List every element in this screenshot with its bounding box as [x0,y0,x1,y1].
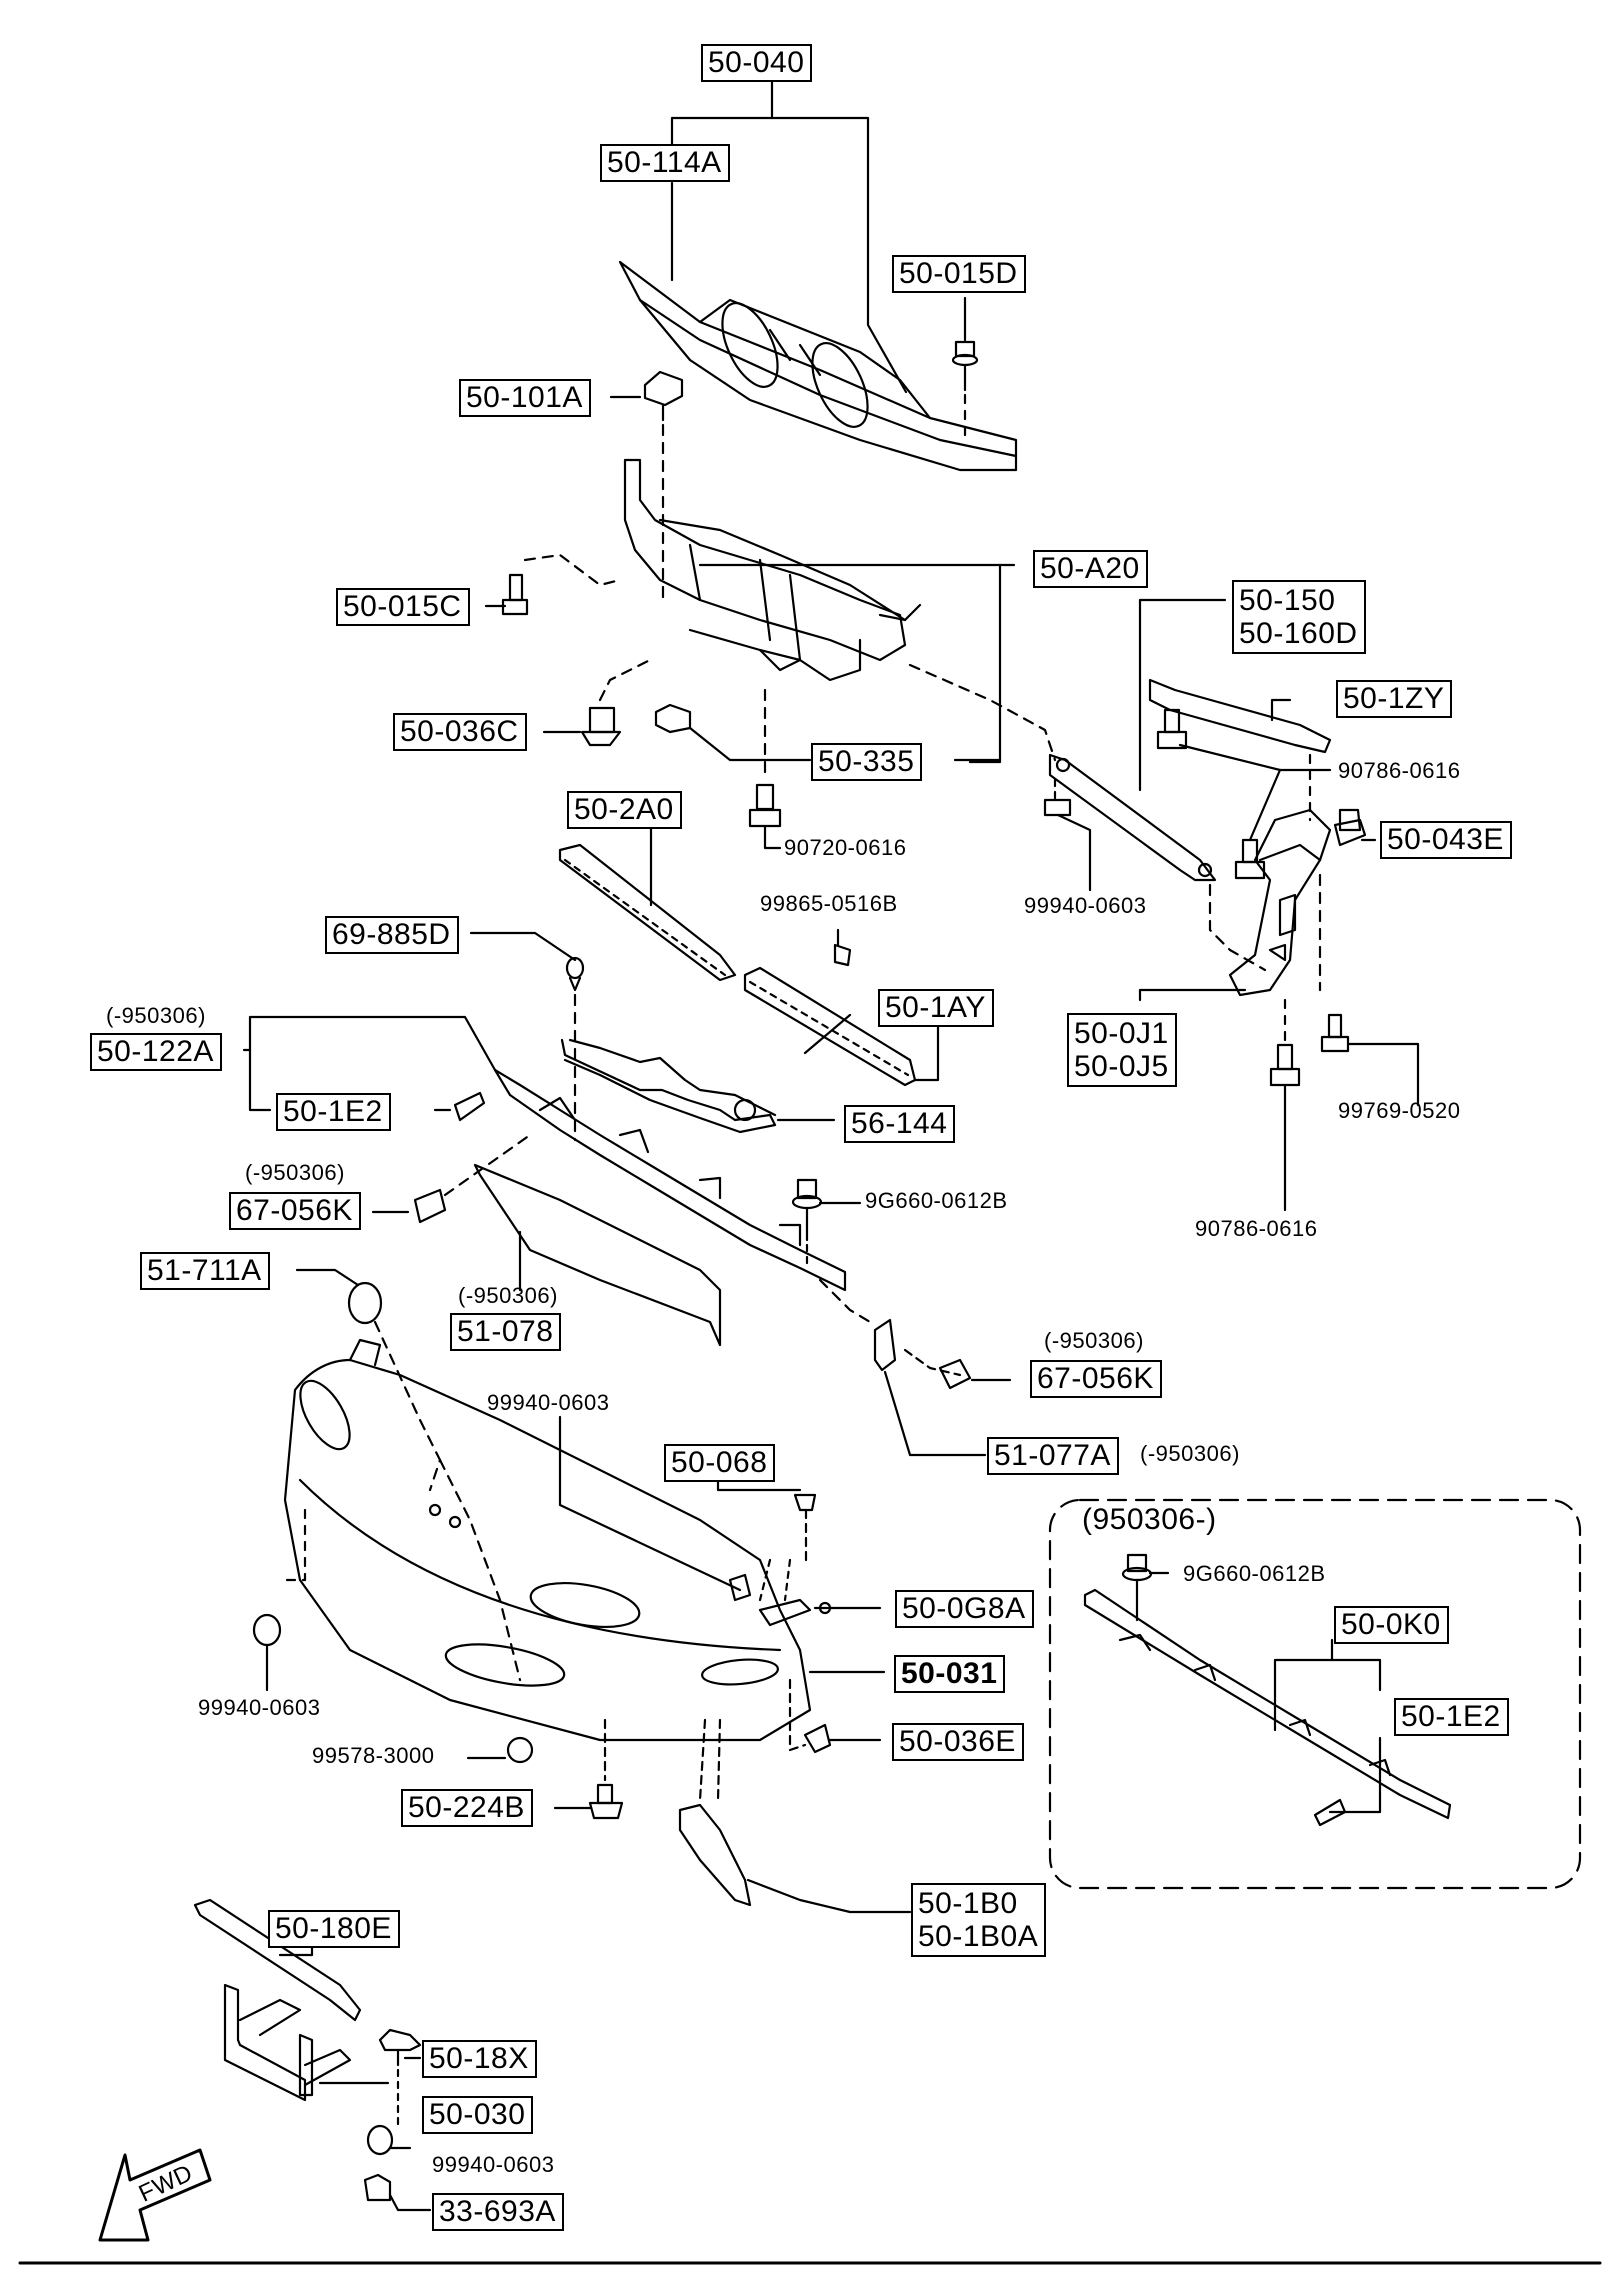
plate-50-0G8A [758,1558,882,1627]
callout-50-1B0A: 50-1B0A [918,1920,1039,1953]
nut-99578-3000 [466,1736,534,1764]
callout-50-101A[interactable]: 50-101A [459,379,591,417]
cap-50-101A [609,370,684,602]
clip-50-036E [788,1678,882,1754]
note-67-056K-b: (-950306) [1044,1328,1144,1353]
plate-51-078 [473,1163,722,1347]
cap-33-693A [363,2173,432,2212]
bolt-90720-0616 [748,688,782,850]
part-90720-0616[interactable]: 90720-0616 [784,835,907,860]
nut-99940-0603-left [252,1613,282,1692]
note-67-056K-a: (-950306) [245,1160,345,1185]
callout-50-015C[interactable]: 50-015C [336,588,470,626]
leader-50-A20 [968,563,1016,764]
grille-frame-50-2A0 [558,826,737,982]
nut-99940-0603-center [558,1415,752,1602]
inset-box [1048,1498,1582,1890]
callout-50-160D: 50-160D [1239,617,1358,650]
bumper-cover-50-031 [278,1338,812,1742]
callout-50-0J5: 50-0J5 [1074,1050,1169,1083]
part-99940-0603-b[interactable]: 99940-0603 [487,1390,610,1415]
callout-51-711A[interactable]: 51-711A [140,1252,270,1290]
grille-bracket-50-122A [493,1068,847,1292]
nut-50-335 [654,703,1002,762]
rod-50-1ZY [1148,678,1332,842]
callout-50-150: 50-150 [1239,584,1336,617]
callout-50-0K0[interactable]: 50-0K0 [1334,1606,1449,1644]
callout-67-056K-a[interactable]: 67-056K [229,1192,361,1230]
clip-51-077A [818,1278,1012,1457]
callout-50-036C[interactable]: 50-036C [393,713,527,751]
callout-50-015D[interactable]: 50-015D [892,255,1026,293]
callout-50-224B[interactable]: 50-224B [401,1789,533,1827]
part-99940-0603-c[interactable]: 99940-0603 [198,1695,321,1720]
callout-50-040[interactable]: 50-040 [701,44,813,82]
callout-50-A20[interactable]: 50-A20 [1033,550,1148,588]
part-9G660-0612B-b[interactable]: 9G660-0612B [1183,1561,1326,1586]
callout-51-078[interactable]: 51-078 [450,1313,562,1351]
bracket-50-0J1 [1138,808,1420,1212]
callout-50-150-group[interactable]: 50-150 50-160D [1232,580,1366,654]
shield-56-144 [560,1038,836,1134]
bolt-50-015C [484,553,622,616]
bumper-bracket [623,458,922,682]
part-90786-0616-b[interactable]: 90786-0616 [1195,1216,1318,1241]
bolt-50-015D [951,296,979,442]
callout-50-180E[interactable]: 50-180E [268,1910,400,1948]
callout-33-693A[interactable]: 33-693A [432,2193,564,2231]
bolt-9G660-0612B [791,1178,862,1267]
bumper-reinforcement [618,260,1018,472]
part-90786-0616-a[interactable]: 90786-0616 [1338,758,1461,783]
inset-title: (950306-) [1082,1503,1217,1536]
clip-50-224B [553,1718,624,1820]
part-99578-3000[interactable]: 99578-3000 [312,1743,435,1768]
callout-50-030[interactable]: 50-030 [422,2096,534,2134]
callout-69-885D[interactable]: 69-885D [325,916,459,954]
callout-50-1B0: 50-1B0 [918,1887,1018,1920]
callout-51-077A[interactable]: 51-077A [987,1437,1119,1475]
callout-50-0J1-group[interactable]: 50-0J1 50-0J5 [1067,1013,1177,1087]
cap-51-711A [295,1268,442,1492]
callout-50-1ZY[interactable]: 50-1ZY [1336,680,1453,718]
part-99940-0603-a[interactable]: 99940-0603 [1024,893,1147,918]
callout-50-1E2-inset[interactable]: 50-1E2 [1394,1698,1509,1736]
callout-50-114A[interactable]: 50-114A [600,144,730,182]
note-51-077A: (-950306) [1140,1441,1240,1466]
callout-50-031[interactable]: 50-031 [894,1655,1006,1693]
fwd-arrow [98,2148,212,2242]
callout-50-1E2[interactable]: 50-1E2 [276,1093,391,1131]
callout-50-0G8A[interactable]: 50-0G8A [895,1590,1034,1628]
note-50-122A: (-950306) [106,1003,206,1028]
callout-50-0J1: 50-0J1 [1074,1017,1169,1050]
nut-99940-0603-lower [366,2124,412,2156]
stay-50-150 [1043,598,1267,972]
callout-56-144[interactable]: 56-144 [844,1105,956,1143]
part-99769-0520[interactable]: 99769-0520 [1338,1098,1461,1123]
note-51-078: (-950306) [458,1283,558,1308]
callout-50-335[interactable]: 50-335 [811,743,923,781]
callout-50-043E[interactable]: 50-043E [1380,821,1512,859]
part-99940-0603-d[interactable]: 99940-0603 [432,2152,555,2177]
dashed-link [908,663,1057,762]
leader-50-040 [670,74,908,394]
callout-50-2A0[interactable]: 50-2A0 [567,791,682,829]
callout-50-036E[interactable]: 50-036E [892,1723,1024,1761]
part-9G660-0612B-a[interactable]: 9G660-0612B [865,1188,1008,1213]
leader-50-122A [242,1015,497,1122]
clip-50-036C [542,658,652,747]
clip-50-18X [378,2028,422,2132]
bracket-50-030 [223,1983,390,2102]
callout-50-18X[interactable]: 50-18X [422,2040,537,2078]
clip-67-056K-left [371,1133,532,1224]
callout-67-056K-b[interactable]: 67-056K [1030,1360,1162,1398]
clip-69-885D [469,931,585,1142]
callout-50-1AY[interactable]: 50-1AY [878,989,994,1027]
part-99865-0516B[interactable]: 99865-0516B [760,891,898,916]
deflector-50-1B0 [678,1718,912,1914]
callout-50-122A[interactable]: 50-122A [90,1033,222,1071]
inset-grille-bracket [1083,1553,1452,1827]
callout-50-068[interactable]: 50-068 [664,1444,776,1482]
callout-50-1B0-group[interactable]: 50-1B0 50-1B0A [911,1883,1047,1957]
